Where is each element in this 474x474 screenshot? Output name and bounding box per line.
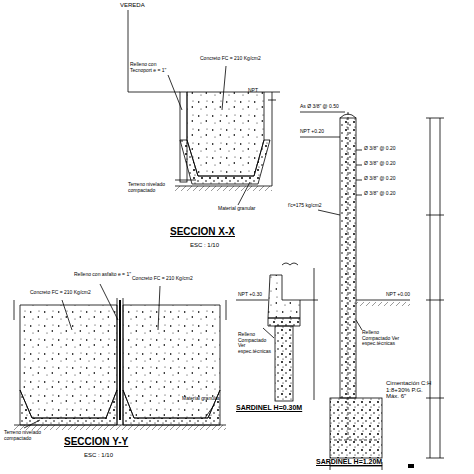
material-note: Concreto FC = 210 Kg/cm2 — [200, 56, 261, 62]
material-note: f'c=175 kg/cm2 — [288, 203, 322, 209]
level-mark: NPT — [248, 88, 258, 94]
rebar-note: Ø 3/8" @ 0.20 — [364, 161, 396, 167]
street-label: VEREDA — [120, 2, 145, 9]
rebar-note: Ø 3/8" @ 0.20 — [364, 146, 396, 152]
section-title: SECCION Y-Y — [64, 436, 128, 447]
rebar-note: Ø 3/8" @ 0.20 — [364, 191, 396, 197]
section-title: SECCION X-X — [170, 226, 235, 237]
material-note: Concreto FC = 210 Kg/cm2 — [30, 290, 91, 296]
detail-title: SARDINEL H=1.20M — [316, 458, 382, 466]
scale-note: ESC : 1/10 — [190, 242, 219, 249]
detail-title: SARDINEL H=0.30M — [236, 404, 302, 412]
fill-note: Relleno con asfalto e = 1" — [74, 272, 131, 278]
rebar-note: As Ø 3/8" @ 0.50 — [300, 104, 339, 110]
level-mark: NPT +0.30 — [238, 292, 262, 298]
ground-note: Terreno nivelado compactado — [4, 430, 58, 441]
material-note: Concreto FC = 210 Kg/cm2 — [132, 276, 193, 282]
fill-note: Relleno Compactado Ver espec.técnicas — [238, 332, 270, 354]
level-mark: NPT +0.20 — [300, 129, 324, 135]
material-note: Material granular — [182, 396, 220, 402]
fill-note: Relleno con Tecnoport e = 1" — [130, 62, 174, 73]
level-mark: NPT +0.00 — [386, 292, 410, 298]
foundation-note: Cimentación C:H 1:8+30% P.G. Máx. 6" — [386, 380, 434, 400]
material-note: Material granular — [218, 206, 256, 212]
fill-note: Relleno Compactado Ver espec.técnicas — [362, 330, 402, 347]
ground-note: Terreno nivelado compactado — [128, 182, 176, 193]
scale-note: ESC : 1/10 — [84, 452, 113, 459]
rebar-note: Ø 3/8" @ 0.20 — [364, 176, 396, 182]
